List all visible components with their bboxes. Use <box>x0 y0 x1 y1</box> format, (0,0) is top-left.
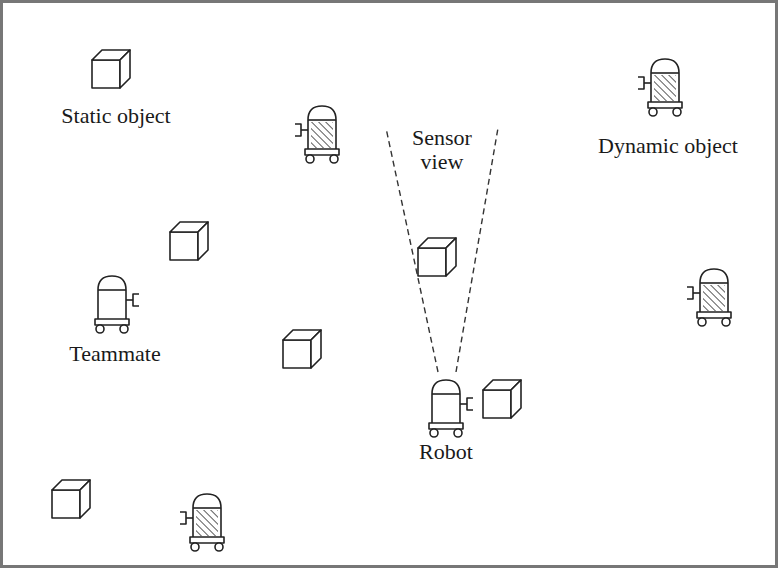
robot-label: Robot <box>391 440 501 464</box>
dynamic-robot <box>295 106 339 163</box>
static-object <box>283 330 321 368</box>
static-object-label: Static object <box>31 104 201 128</box>
static-object <box>418 238 456 276</box>
dynamic-robot <box>180 494 224 551</box>
static-object <box>92 50 130 88</box>
sensor-view-label: Sensor view <box>403 126 481 174</box>
teammate-label: Teammate <box>40 342 190 366</box>
static-object <box>170 222 208 260</box>
dynamic-robot <box>638 59 682 116</box>
dynamic-robot <box>687 269 731 326</box>
carried-object <box>483 380 521 418</box>
static-object <box>52 480 90 518</box>
dynamic-object-label: Dynamic object <box>573 134 763 158</box>
teammate-robot <box>95 276 139 333</box>
main-robot <box>429 380 473 437</box>
